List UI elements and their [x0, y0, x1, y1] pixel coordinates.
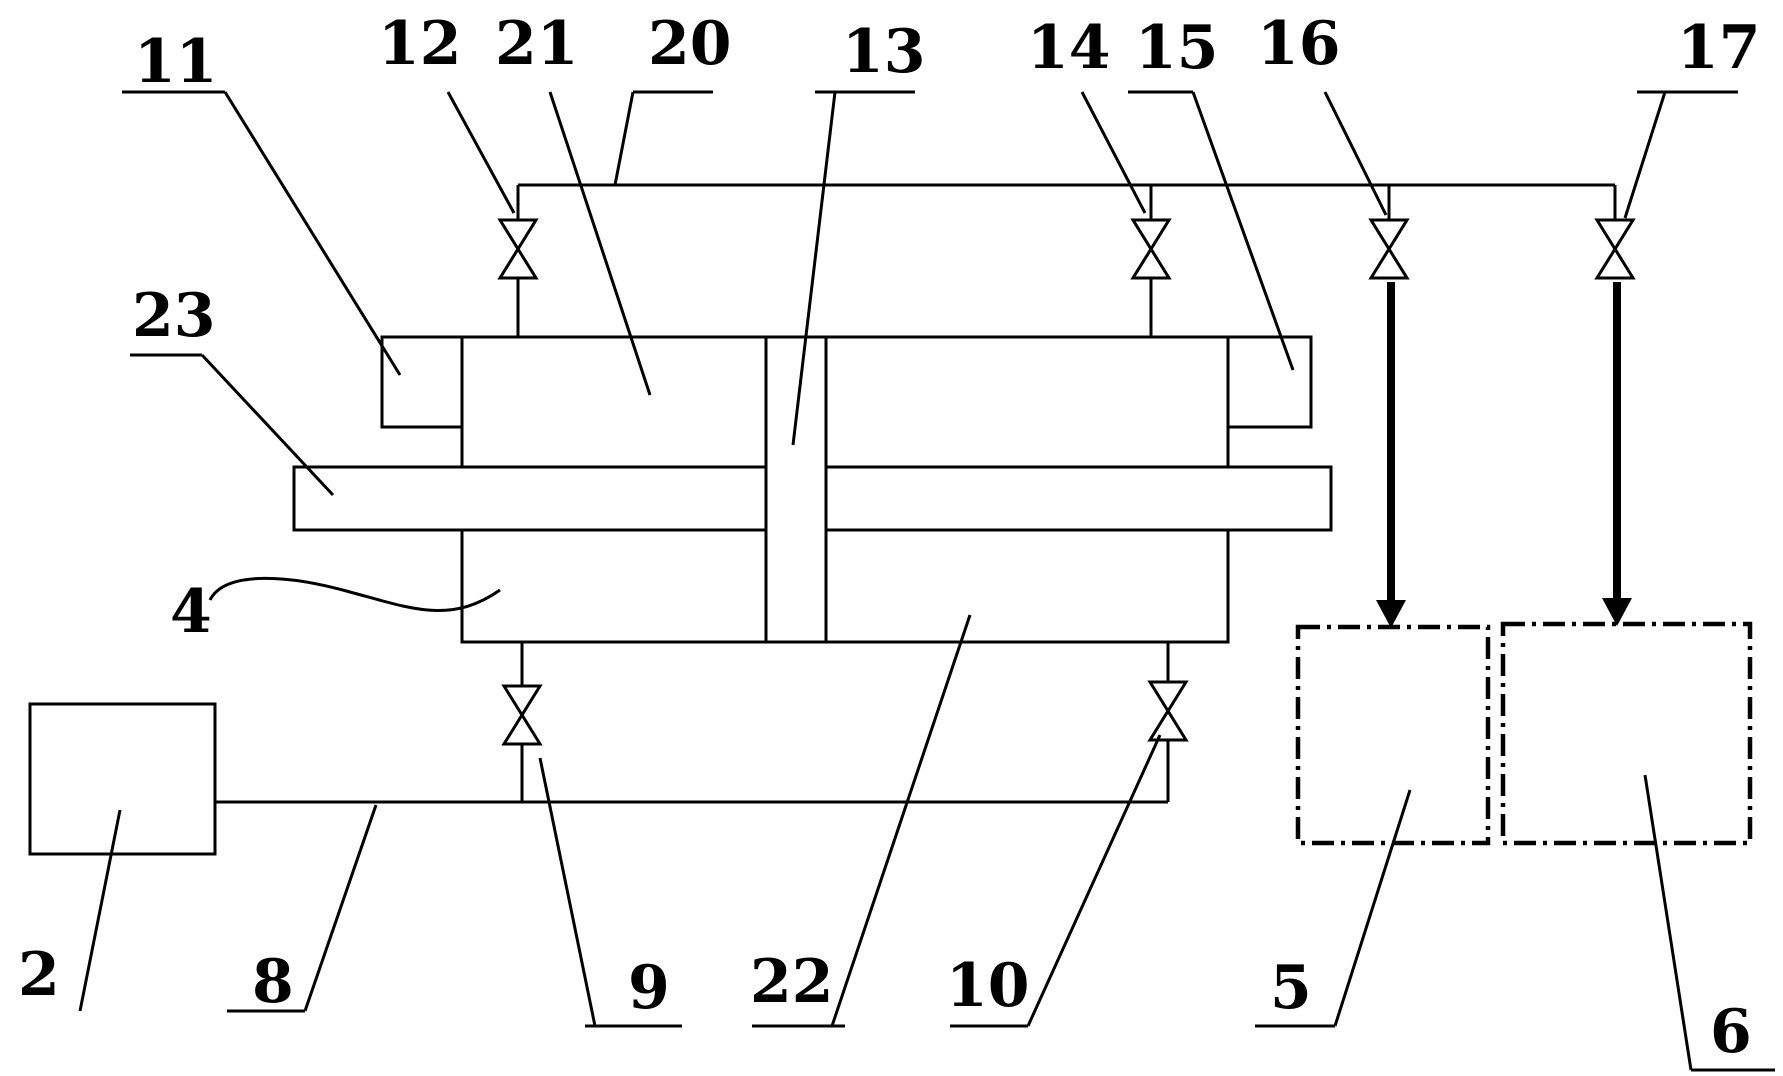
- label-9: 9: [628, 953, 670, 1023]
- valve-16[interactable]: [1368, 218, 1410, 280]
- label-6: 6: [1710, 997, 1752, 1067]
- lower-chamber-box: [460, 528, 1230, 644]
- bottom-pipe: [215, 640, 1170, 804]
- label-22: 22: [750, 947, 834, 1017]
- label-10: 10: [946, 951, 1030, 1021]
- label-17: 17: [1677, 13, 1761, 83]
- dashed-box-6: [1500, 621, 1753, 846]
- label-20: 20: [648, 9, 732, 79]
- supply-box: [28, 702, 217, 856]
- valve-12[interactable]: [497, 218, 539, 280]
- label-15: 15: [1135, 13, 1219, 83]
- arrow-to-box-6: [1602, 282, 1632, 626]
- vertical-divider: [764, 335, 828, 644]
- arrow-to-box-5: [1376, 282, 1406, 628]
- label-8: 8: [252, 947, 294, 1017]
- valve-17[interactable]: [1594, 218, 1636, 280]
- top-pipe: [516, 183, 1617, 337]
- leader-lines: [78, 90, 1775, 1072]
- label-13: 13: [842, 17, 926, 87]
- right-side-block: [1226, 335, 1313, 429]
- label-12: 12: [378, 9, 462, 79]
- label-2: 2: [18, 940, 60, 1010]
- label-4: 4: [170, 577, 212, 647]
- label-23: 23: [132, 281, 216, 351]
- valve-14[interactable]: [1130, 218, 1172, 280]
- label-21: 21: [495, 9, 579, 79]
- label-5: 5: [1270, 953, 1312, 1023]
- label-16: 16: [1257, 9, 1341, 79]
- left-side-block: [380, 335, 464, 429]
- label-14: 14: [1027, 13, 1111, 83]
- dashed-box-5: [1295, 624, 1491, 846]
- upper-chamber-box: [460, 335, 1230, 469]
- label-11: 11: [134, 27, 218, 97]
- valve-10[interactable]: [1147, 680, 1189, 742]
- valve-9[interactable]: [501, 684, 543, 746]
